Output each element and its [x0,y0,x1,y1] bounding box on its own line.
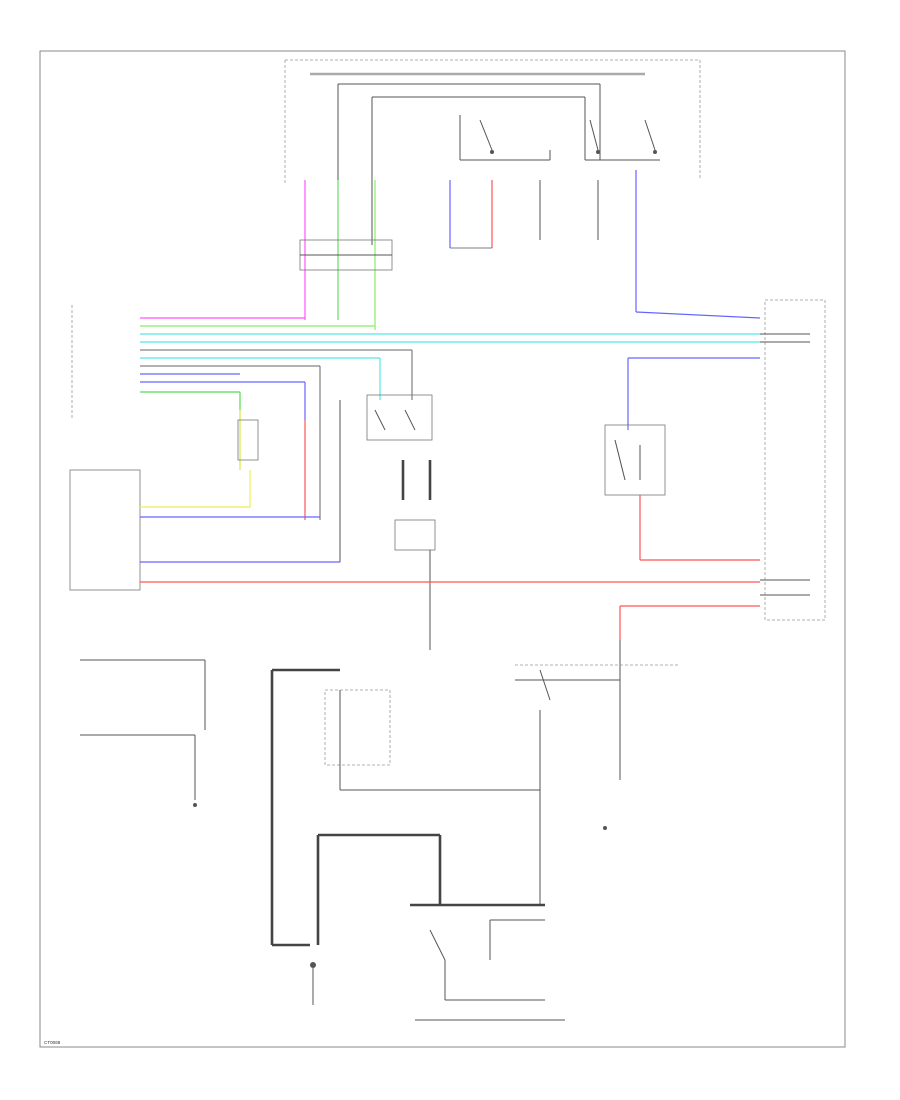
top-wires [304,170,761,330]
module-bus [140,317,760,520]
diagram-frame [39,50,846,1048]
starter-battery [270,668,565,1021]
starter-relay-circuit [515,605,760,905]
neutral-switch-circuit [604,357,760,561]
top-assembly [284,59,701,245]
sensor-left-middle [237,410,306,520]
stop-light-relay [324,689,540,791]
joint-connector [299,239,393,271]
brake-switch [366,394,436,650]
right-module [760,299,826,621]
figure-id: CT0068 [44,1040,61,1045]
engine-control-module [69,400,760,591]
lower-left-sensors [80,659,607,830]
